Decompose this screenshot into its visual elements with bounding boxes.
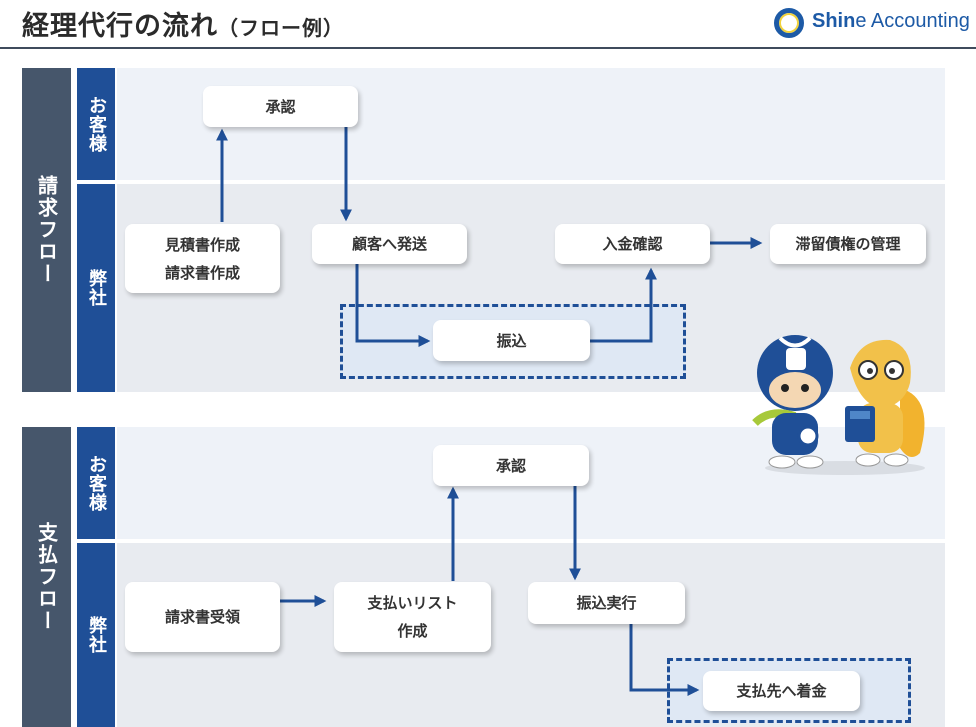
billing-approve-node: 承認 [203,86,358,127]
billing-estimate-text-1: 見積書作成 [164,235,240,254]
billing-send-node: 顧客へ発送 [312,224,467,264]
billing-transfer-node: 振込 [433,320,590,361]
payment-execute-text: 振込実行 [576,594,637,612]
title-rule [0,47,976,49]
payment-customer-label: お客様 [77,427,115,539]
billing-transfer-text: 振込 [496,331,527,350]
payment-list-node: 支払いリスト 作成 [334,582,491,652]
billing-overdue-node: 滞留債権の管理 [770,224,926,264]
payment-arrival-text: 支払先へ着金 [736,682,827,700]
logo-text-bold: Shin [812,10,856,32]
payment-approve-text: 承認 [495,456,526,475]
billing-payment-confirm-text: 入金確認 [602,235,663,253]
billing-estimate-node: 見積書作成 請求書作成 [125,224,280,293]
mascot-characters-icon [752,335,925,475]
logo-ring-icon [774,8,804,38]
title-subtitle: （フロー例） [218,16,344,40]
payment-receive-invoice-text: 請求書受領 [164,608,240,626]
payment-arrival-node: 支払先へ着金 [703,671,860,711]
page-title: 経理代行の流れ（フロー例） [22,4,344,43]
billing-flow-label: 請求フロー [22,68,71,392]
payment-list-text-1: 支払いリスト [367,594,458,612]
logo: Shine Accounting [774,6,974,40]
billing-approve-text: 承認 [265,97,296,116]
payment-approve-node: 承認 [433,445,589,486]
logo-text-rest: e Accounting [855,10,970,32]
payment-company-label: 弊社 [77,543,115,727]
billing-overdue-text: 滞留債権の管理 [795,235,901,253]
billing-customer-label: お客様 [77,68,115,180]
billing-company-label: 弊社 [77,184,115,392]
payment-flow-label: 支払フロー [22,427,71,727]
billing-payment-confirm-node: 入金確認 [555,224,710,264]
payment-list-text-2: 作成 [397,622,428,640]
payment-receive-invoice-node: 請求書受領 [125,582,280,652]
logo-text: Shine Accounting [812,10,970,33]
title-main: 経理代行の流れ [22,11,218,42]
billing-estimate-text-2: 請求書作成 [164,263,240,282]
payment-execute-node: 振込実行 [528,582,685,624]
billing-send-text: 顧客へ発送 [351,235,427,253]
